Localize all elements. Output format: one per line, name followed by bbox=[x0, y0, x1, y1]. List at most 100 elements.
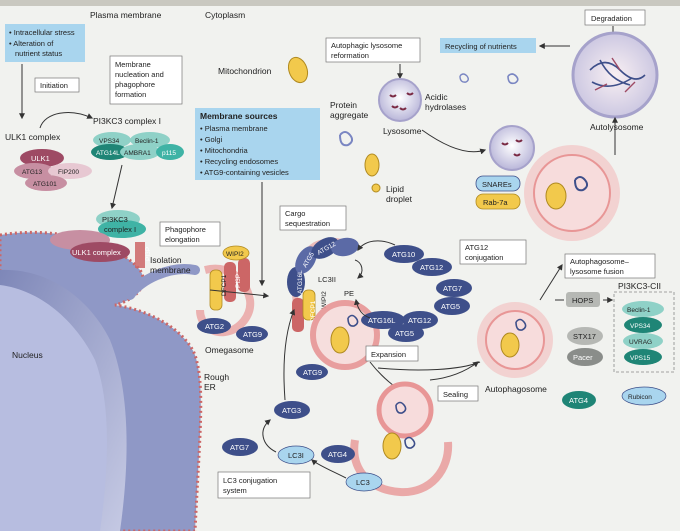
recycling-label: Recycling of nutrients bbox=[445, 42, 517, 51]
cii-beclin1-label: Beclin-1 bbox=[627, 307, 651, 314]
atg-arc bbox=[287, 237, 359, 332]
atg2-label: ATG2 bbox=[205, 322, 224, 331]
atg4-right-label: ATG4 bbox=[569, 396, 588, 405]
isolation-membrane-line2: membrane bbox=[150, 265, 191, 275]
plasma-membrane-band bbox=[0, 0, 680, 6]
lipid-droplet-icon bbox=[371, 183, 381, 193]
atg101-node bbox=[25, 175, 67, 191]
cii-vps34-label: VPS34 bbox=[630, 323, 651, 330]
membrane-source-4-text: Recycling endosomes bbox=[205, 157, 279, 166]
lipid-droplet-line1: Lipid bbox=[386, 184, 404, 194]
acid-hydrolases-line1: Acidic bbox=[425, 92, 448, 102]
phagophore-elongation-box bbox=[159, 221, 221, 247]
fusion-line2: lysosome fusion bbox=[570, 267, 624, 276]
arc-dfcp1-label: DFCP1 bbox=[310, 300, 317, 322]
omegasome-wipi2-label: WIPI2 bbox=[226, 251, 244, 258]
omegasome-label: Omegasome bbox=[205, 345, 254, 355]
snares-label: SNAREs bbox=[482, 180, 512, 189]
rubicon-node bbox=[621, 386, 667, 406]
pacer-label: Pacer bbox=[573, 353, 593, 362]
membrane-source-3-text: Mitochondria bbox=[205, 146, 249, 155]
arc-wipi2-label: WIPI2 bbox=[321, 291, 328, 309]
atg10-label: ATG10 bbox=[392, 250, 415, 259]
membrane-source-3: • Mitochondria bbox=[200, 146, 248, 155]
atg7-lower-node bbox=[222, 438, 258, 456]
ulk1-node bbox=[20, 149, 64, 167]
atg12-conj-box bbox=[459, 239, 527, 265]
cii-beclin1-node bbox=[622, 301, 664, 317]
membrane-source-1: • Plasma membrane bbox=[200, 124, 268, 133]
atg14l-label: ATG14L bbox=[96, 150, 120, 157]
atg5-right-label: ATG5 bbox=[441, 302, 460, 311]
er-pi3kc3-label: PI3KC3 bbox=[102, 215, 128, 224]
nutrient-icon-1 bbox=[507, 73, 519, 85]
atg3-to-arc-arrow bbox=[283, 308, 296, 401]
hops-label: HOPS bbox=[572, 296, 593, 305]
initiation-label: Initiation bbox=[40, 81, 68, 90]
stress-line-2: • Alteration of bbox=[9, 39, 54, 48]
nucleation-line1: Membrane bbox=[115, 60, 151, 69]
atg12-to-arc-arrow bbox=[357, 240, 396, 251]
alr-box bbox=[325, 37, 421, 63]
atg13-node bbox=[14, 163, 54, 179]
protein-aggregate-line1: Protein bbox=[330, 100, 357, 110]
expanding-vesicle bbox=[376, 381, 434, 439]
er-ulk1-complex-label: ULK1 complex bbox=[72, 248, 121, 257]
expansion-label: Expansion bbox=[371, 350, 406, 359]
rab7a-pill bbox=[475, 193, 521, 210]
lysosome-label: Lysosome bbox=[383, 126, 422, 136]
alr-line2: reformation bbox=[331, 51, 369, 60]
cii-uvrag-node bbox=[623, 333, 663, 349]
mitochondrion-label: Mitochondrion bbox=[218, 66, 272, 76]
pi3kc3-complex bbox=[91, 132, 184, 160]
atg13-label: ATG13 bbox=[22, 169, 42, 176]
atg14l-node bbox=[91, 144, 129, 160]
membrane-source-5-text: ATG9-containing vesicles bbox=[204, 168, 289, 177]
membrane-sources-box bbox=[195, 108, 320, 180]
stress-box bbox=[5, 24, 85, 62]
mito-small-icon bbox=[364, 153, 380, 177]
atg12-conj-line2: conjugation bbox=[465, 253, 503, 262]
phagophore-to-autophagosome-line bbox=[377, 361, 481, 371]
sealing-box bbox=[437, 385, 479, 402]
fusing-lysosome-marks bbox=[501, 139, 523, 157]
atg12-system bbox=[361, 245, 472, 342]
snares-pill bbox=[475, 175, 521, 192]
complex-to-arc-arrow bbox=[354, 298, 371, 319]
recycling-box bbox=[440, 38, 536, 53]
membrane-source-2: • Golgi bbox=[200, 135, 223, 144]
atg5-bottom-label: ATG5 bbox=[395, 329, 414, 338]
lysosome bbox=[378, 78, 422, 122]
hydrolase-marks bbox=[389, 92, 414, 111]
autophagosome-up-arrow bbox=[539, 263, 563, 301]
lc3i-to-atg3-arrow bbox=[262, 419, 277, 453]
ambra1-label: AMBRA1 bbox=[124, 150, 151, 157]
vps34-label: VPS34 bbox=[99, 138, 120, 145]
fip200-node bbox=[48, 163, 92, 179]
lc3i-label: LC3I bbox=[288, 451, 304, 460]
expansion-box bbox=[365, 345, 419, 362]
protein-aggregate-line2: aggregate bbox=[330, 110, 369, 120]
cargo-line2: sequestration bbox=[285, 219, 330, 228]
lysosome-to-fusion-arrow bbox=[421, 129, 487, 155]
nucleation-line3: phagophore bbox=[115, 80, 155, 89]
vps34-node bbox=[93, 132, 131, 148]
stress-line-1: • Intracellular stress bbox=[9, 28, 75, 37]
atg3-label: ATG3 bbox=[282, 406, 301, 415]
rough-er-line1: Rough bbox=[204, 372, 229, 382]
phagophore-elongation-line1: Phagophore bbox=[165, 225, 206, 234]
cargo-line1: Cargo bbox=[285, 209, 305, 218]
lc3i-node bbox=[277, 445, 315, 465]
er-complex bbox=[50, 210, 146, 268]
nucleus-er bbox=[0, 230, 203, 531]
ambra1-node bbox=[120, 144, 160, 160]
p115-node bbox=[156, 144, 184, 160]
lc3-node bbox=[345, 472, 383, 492]
protein-aggregate-icon bbox=[339, 131, 354, 147]
membrane-sources-title: Membrane sources bbox=[200, 111, 278, 121]
atg12-bottom-label: ATG12 bbox=[408, 316, 431, 325]
lc3-system-line1: LC3 conjugation bbox=[223, 476, 277, 485]
fip200-label: FIP200 bbox=[58, 169, 79, 176]
